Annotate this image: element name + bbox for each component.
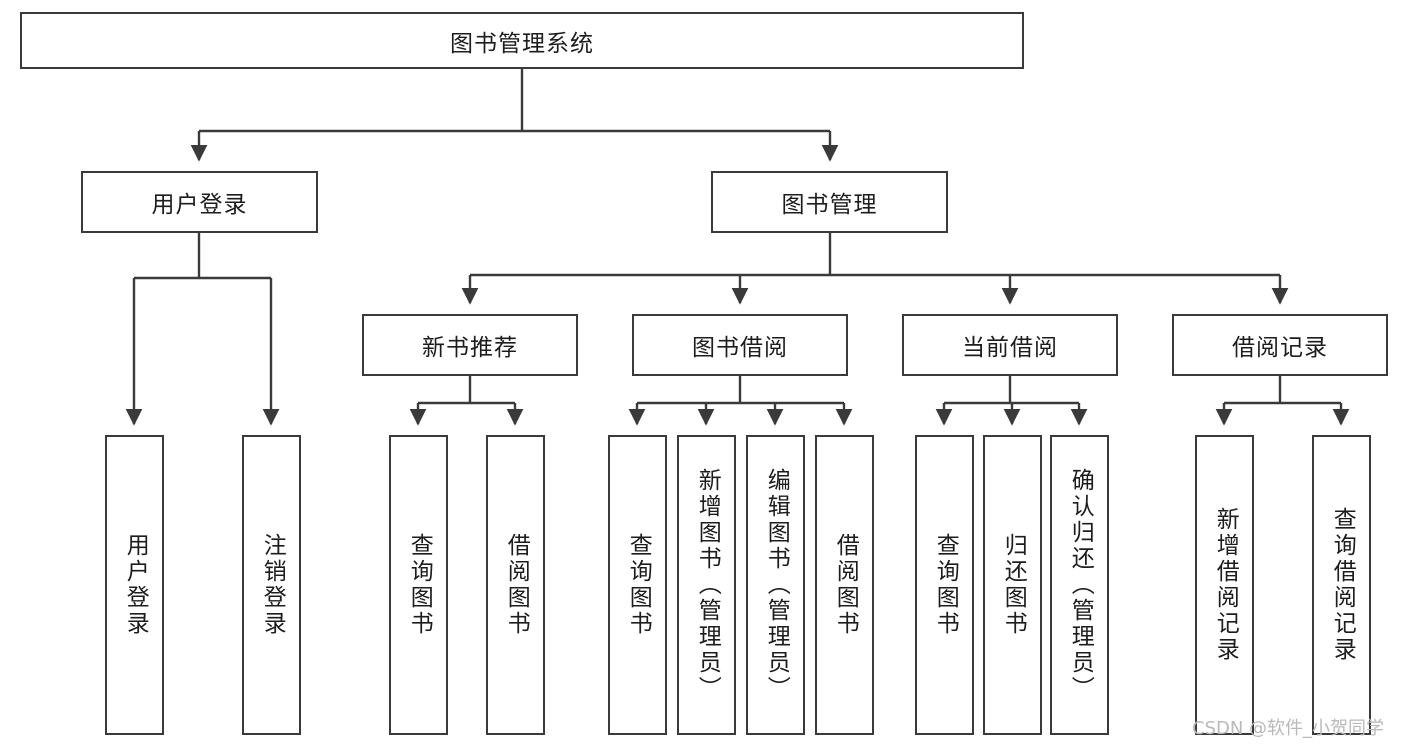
node-root[interactable]: 图书管理系统 <box>20 12 1024 69</box>
node-leaf-query-book-recommendation[interactable]: 查询图书 <box>389 435 448 735</box>
node-root-label: 图书管理系统 <box>450 30 594 57</box>
node-leaf-user-login[interactable]: 用户登录 <box>105 435 164 735</box>
node-leaf-query-borrow-record-label: 查询借阅记录 <box>1329 507 1356 663</box>
node-leaf-edit-book[interactable]: 编辑图书（管理员） <box>746 435 805 735</box>
node-book-manage-label: 图书管理 <box>781 192 878 218</box>
node-new-book-recommendation[interactable]: 新书推荐 <box>362 314 578 376</box>
node-leaf-return-book[interactable]: 归还图书 <box>983 435 1042 735</box>
node-leaf-query-book-current[interactable]: 查询图书 <box>915 435 974 735</box>
node-leaf-add-borrow-record[interactable]: 新增借阅记录 <box>1195 435 1254 735</box>
node-leaf-borrow-book-recommendation-label: 借阅图书 <box>503 533 530 637</box>
node-leaf-query-book-borrow[interactable]: 查询图书 <box>608 435 667 735</box>
node-leaf-add-book[interactable]: 新增图书（管理员） <box>677 435 736 735</box>
node-leaf-edit-book-label: 编辑图书（管理员） <box>763 468 790 702</box>
node-leaf-logout[interactable]: 注销登录 <box>242 435 301 735</box>
node-leaf-borrow-book-recommendation[interactable]: 借阅图书 <box>486 435 545 735</box>
node-current-borrow-label: 当前借阅 <box>962 335 1058 361</box>
csdn-watermark: CSDN @软件_小贺同学 <box>1192 718 1385 739</box>
node-leaf-query-book-recommendation-label: 查询图书 <box>406 533 433 637</box>
node-leaf-user-login-label: 用户登录 <box>122 533 149 637</box>
node-leaf-query-book-current-label: 查询图书 <box>932 533 959 637</box>
node-current-borrow[interactable]: 当前借阅 <box>902 314 1118 376</box>
node-leaf-query-book-borrow-label: 查询图书 <box>625 533 652 637</box>
node-borrow-record[interactable]: 借阅记录 <box>1172 314 1388 376</box>
node-new-book-recommendation-label: 新书推荐 <box>422 335 518 361</box>
node-leaf-borrow-book-label: 借阅图书 <box>832 533 859 637</box>
node-leaf-borrow-book[interactable]: 借阅图书 <box>815 435 874 735</box>
node-leaf-logout-label: 注销登录 <box>259 533 286 637</box>
node-book-manage[interactable]: 图书管理 <box>711 171 948 233</box>
node-book-borrow[interactable]: 图书借阅 <box>632 314 848 376</box>
node-book-borrow-label: 图书借阅 <box>692 335 788 361</box>
node-leaf-confirm-return[interactable]: 确认归还（管理员） <box>1050 435 1109 735</box>
node-leaf-confirm-return-label: 确认归还（管理员） <box>1067 468 1094 702</box>
node-leaf-add-book-label: 新增图书（管理员） <box>694 468 721 702</box>
node-borrow-record-label: 借阅记录 <box>1232 335 1328 361</box>
node-leaf-add-borrow-record-label: 新增借阅记录 <box>1212 507 1239 663</box>
node-leaf-query-borrow-record[interactable]: 查询借阅记录 <box>1312 435 1371 735</box>
node-leaf-return-book-label: 归还图书 <box>1000 533 1027 637</box>
node-user-login[interactable]: 用户登录 <box>81 171 318 233</box>
node-user-login-label: 用户登录 <box>151 192 248 218</box>
